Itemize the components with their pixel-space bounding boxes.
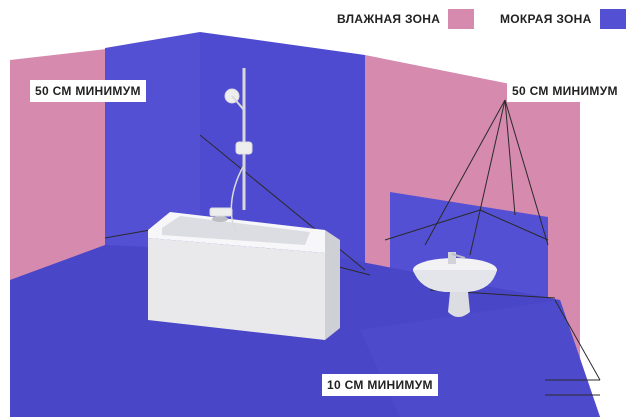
legend-wet-zone: ВЛАЖНАЯ ЗОНА bbox=[337, 8, 475, 30]
legend-wet-zone-swatch bbox=[448, 9, 475, 29]
legend-damp-zone-swatch bbox=[599, 9, 626, 29]
annotation-right-wall: 50 СМ МИНИМУМ bbox=[507, 80, 623, 102]
bathtub bbox=[148, 212, 340, 340]
annotation-floor: 10 СМ МИНИМУМ bbox=[322, 374, 438, 396]
legend-damp-zone: МОКРАЯ ЗОНА bbox=[500, 8, 626, 30]
legend-damp-zone-label: МОКРАЯ ЗОНА bbox=[500, 12, 592, 26]
annotation-left-wall: 50 СМ МИНИМУМ bbox=[30, 80, 146, 102]
sink bbox=[413, 252, 497, 317]
legend-wet-zone-label: ВЛАЖНАЯ ЗОНА bbox=[337, 12, 441, 26]
shower-set bbox=[209, 68, 253, 233]
